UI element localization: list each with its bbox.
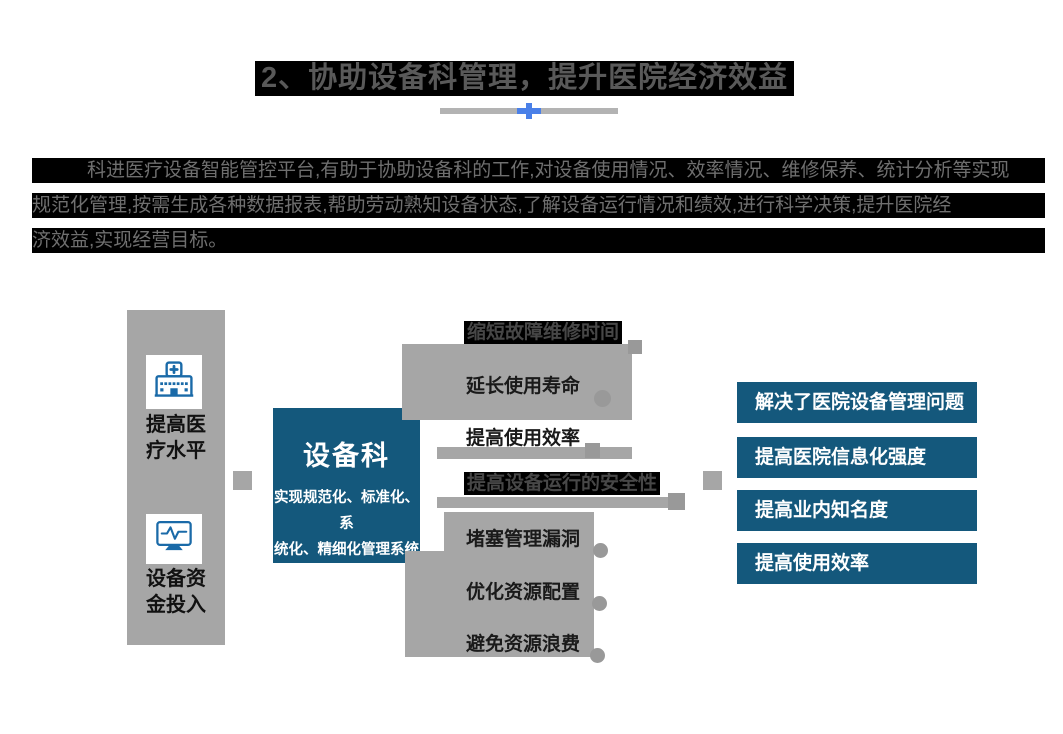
input-label-equipment-investment: 设备资 金投入 (146, 568, 206, 616)
marker-square-3 (585, 443, 600, 458)
marker-circle-7 (590, 648, 605, 663)
benefit-item-lifespan: 延长使用寿命 (466, 376, 581, 397)
benefit-gray-block-top (402, 344, 632, 420)
marker-circle-2 (594, 390, 611, 407)
benefit-item-loopholes: 堵塞管理漏洞 (466, 529, 581, 550)
intro-line-2: 规范化管理,按需生成各种数据报表,帮助劳动熟知设备状态,了解设备运行情况和绩效,… (32, 193, 1045, 218)
connector-bar-safety (437, 497, 672, 508)
monitor-icon-tile (146, 514, 202, 564)
marker-circle-5 (593, 543, 608, 558)
intro-line-1: 科进医疗设备智能管控平台,有助于协助设备科的工作,对设备使用情况、效率情况、维修… (32, 158, 1045, 183)
benefit-item-waste: 避免资源浪费 (466, 634, 581, 655)
title-divider (440, 103, 618, 119)
marker-square-4 (668, 493, 685, 510)
benefit-item-safety: 提高设备运行的安全性 (464, 472, 661, 495)
hub-box-equipment-dept: 设备科 实现规范化、标准化、系 统化、精细化管理系统 (273, 408, 420, 563)
hub-subtitle: 实现规范化、标准化、系 统化、精细化管理系统 (274, 490, 419, 558)
intro-line-3: 济效益,实现经营目标。 (32, 228, 1045, 253)
outcome-box-informatization: 提高医院信息化强度 (737, 437, 977, 478)
benefit-item-resources: 优化资源配置 (466, 582, 581, 603)
outcome-box-management-problem: 解决了医院设备管理问题 (737, 382, 977, 423)
monitor-pulse-icon (153, 516, 195, 563)
divider-plus-icon (517, 103, 541, 119)
input-label-medical-level: 提高医 疗水平 (146, 414, 206, 462)
connector-square-right (703, 471, 722, 490)
benefit-item-efficiency: 提高使用效率 (466, 428, 581, 449)
benefit-gray-block-bottom (405, 551, 594, 657)
connector-square-left (233, 471, 252, 490)
outcome-box-usage-efficiency: 提高使用效率 (737, 543, 977, 584)
connector-bar-efficiency (437, 447, 632, 459)
outcome-box-reputation: 提高业内知名度 (737, 490, 977, 531)
benefit-item-repair-time: 缩短故障维修时间 (464, 321, 623, 344)
marker-square-1 (628, 340, 642, 354)
page-title: 2、协助设备科管理，提升医院经济效益 (255, 61, 795, 96)
hospital-icon (152, 358, 196, 407)
hospital-icon-tile (146, 355, 202, 409)
hub-title: 设备科 (303, 441, 390, 471)
divider-plus-vertical (526, 103, 532, 119)
marker-circle-6 (592, 596, 607, 611)
